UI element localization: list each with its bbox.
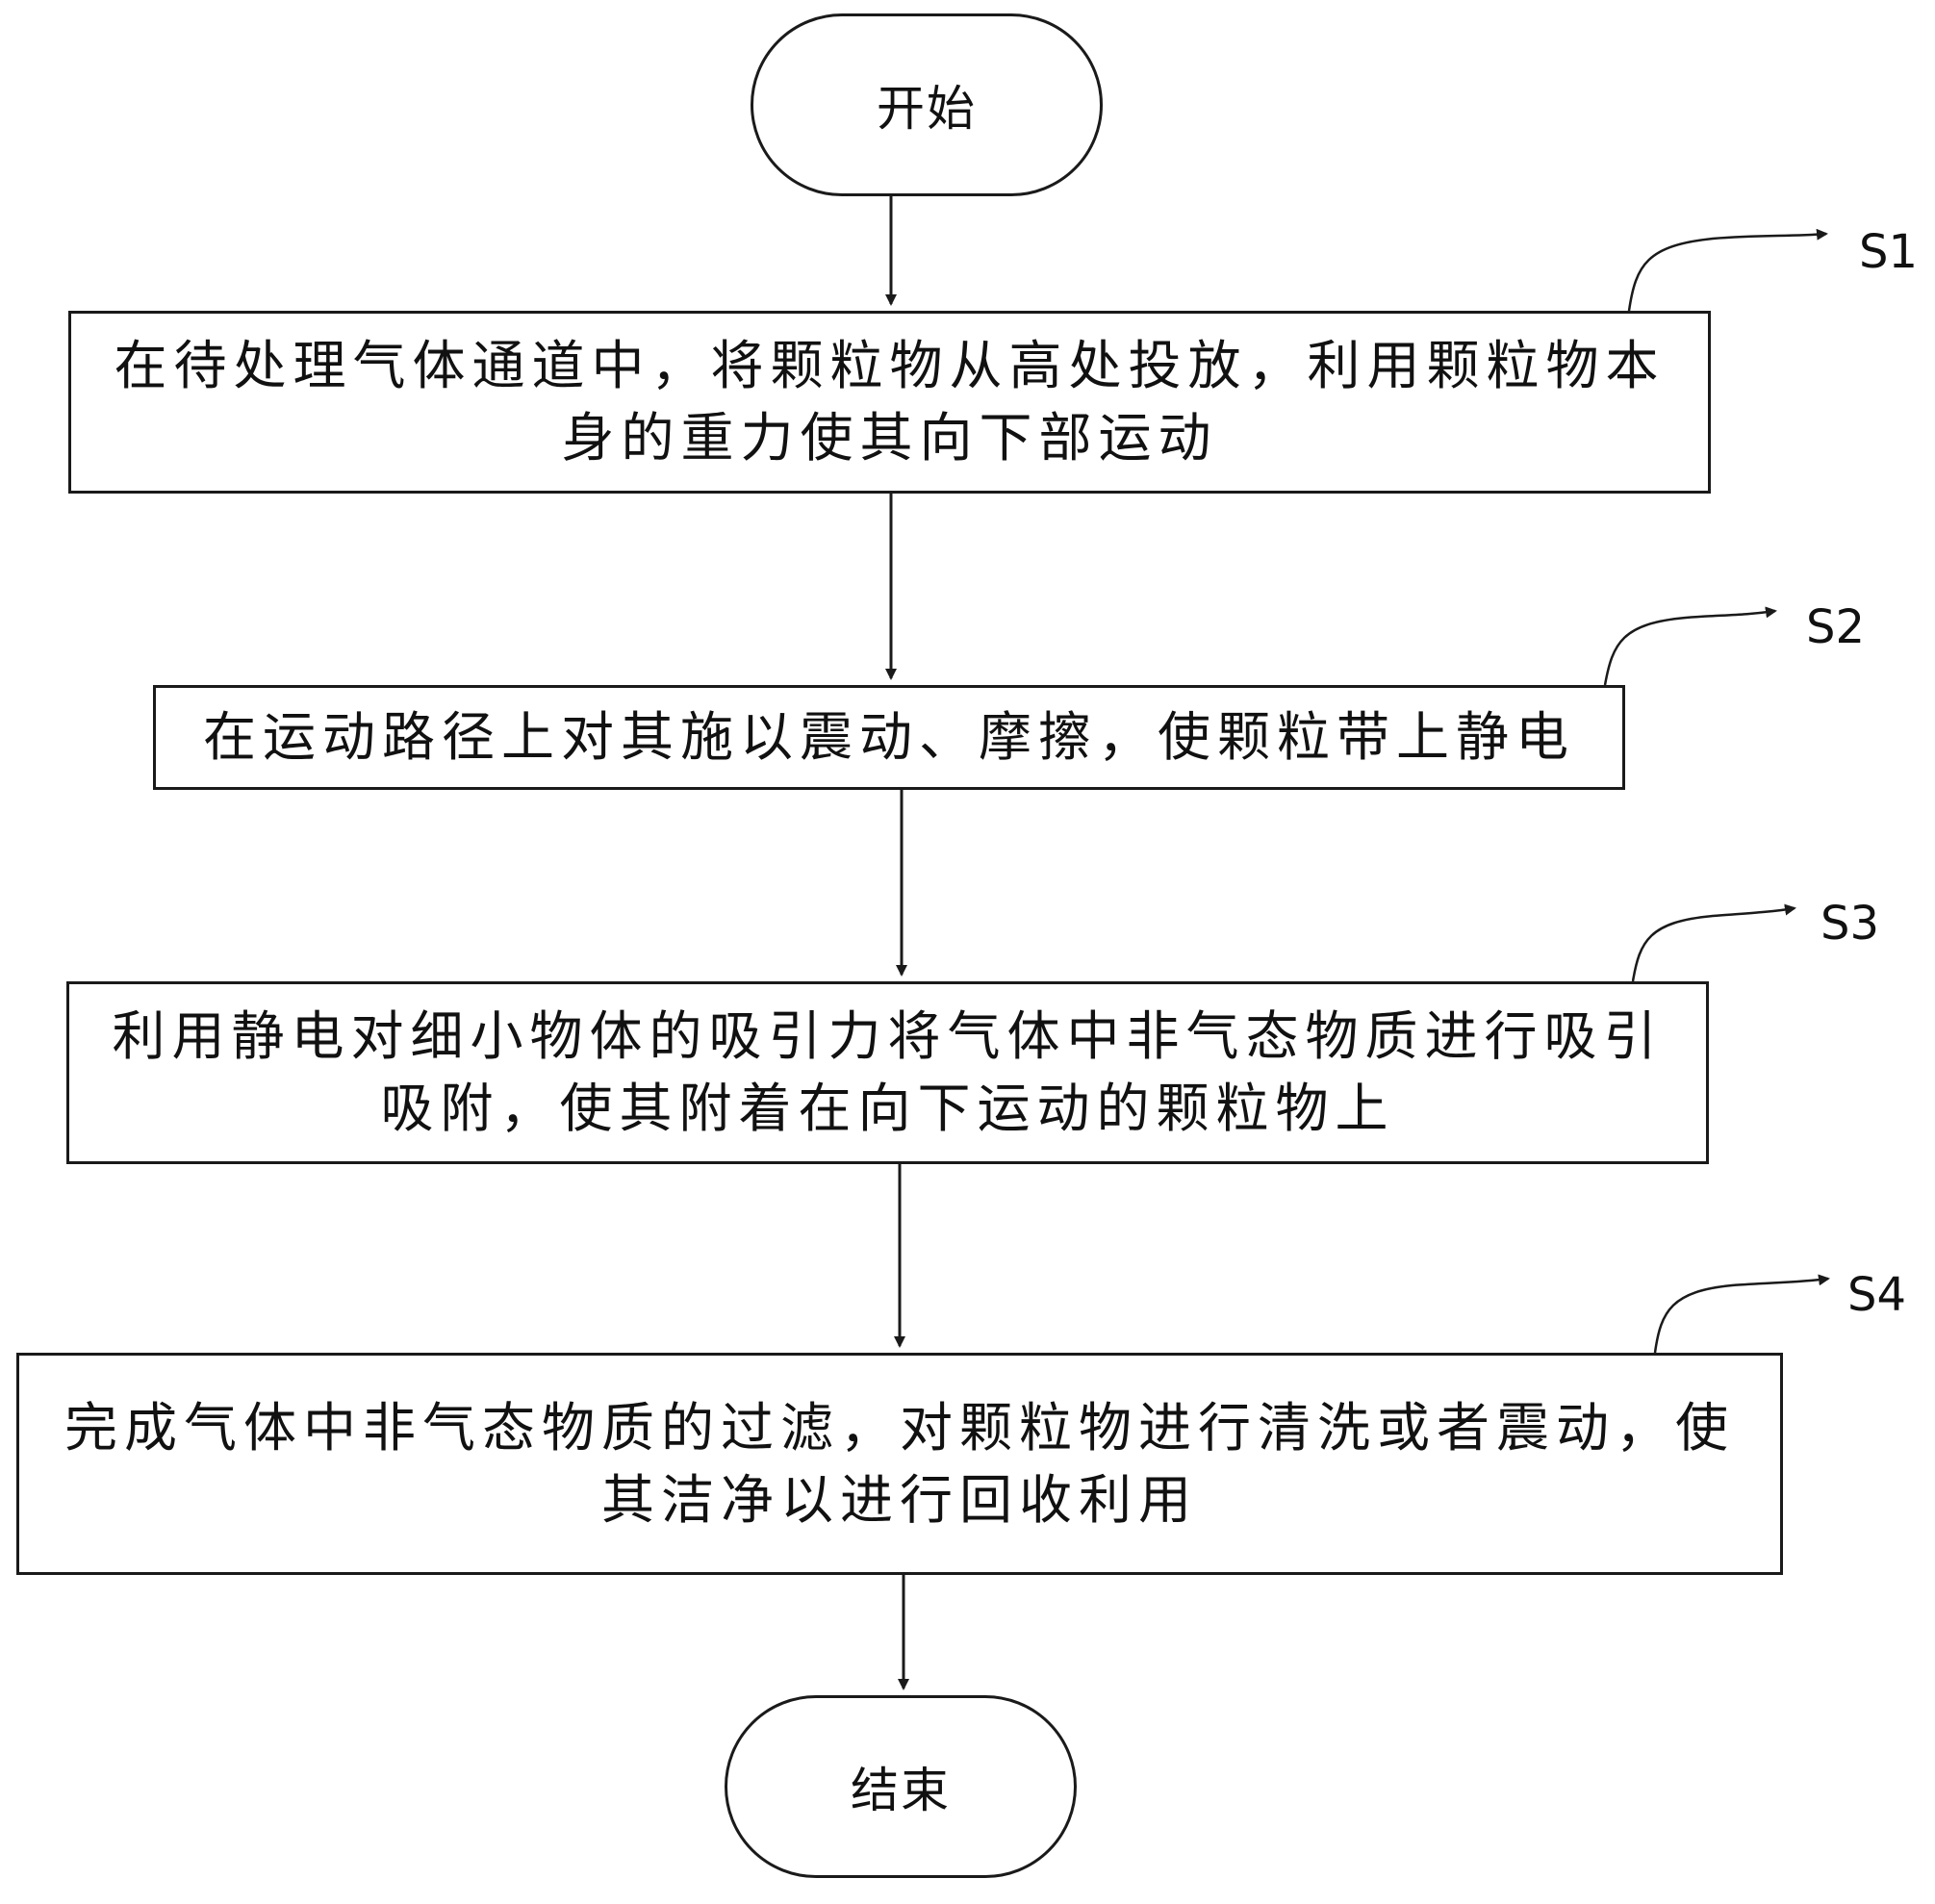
- step-box-s1: 在待处理气体通道中，将颗粒物从高处投放，利用颗粒物本身的重力使其向下部运动: [68, 311, 1711, 494]
- step-box-s3: 利用静电对细小物体的吸引力将气体中非气态物质进行吸引吸附，使其附着在向下运动的颗…: [66, 981, 1709, 1164]
- step-box-s2: 在运动路径上对其施以震动、摩擦，使颗粒带上静电: [153, 685, 1625, 790]
- step-label-s4: S4: [1847, 1268, 1906, 1322]
- step-label-s2: S2: [1806, 600, 1865, 654]
- end-terminal: 结束: [725, 1695, 1077, 1878]
- end-label: 结束: [851, 1752, 951, 1821]
- start-label: 开始: [877, 70, 977, 140]
- step-label-s3: S3: [1820, 897, 1879, 951]
- leader-line-s3: [1633, 908, 1795, 981]
- leader-line-s4: [1655, 1279, 1828, 1353]
- start-terminal: 开始: [751, 13, 1103, 196]
- step-box-s4: 完成气体中非气态物质的过滤，对颗粒物进行清洗或者震动，使其洁净以进行回收利用: [16, 1353, 1783, 1575]
- step-text-s2: 在运动路径上对其施以震动、摩擦，使颗粒带上静电: [203, 701, 1575, 774]
- leader-line-s1: [1629, 234, 1826, 311]
- leader-line-s2: [1605, 611, 1775, 685]
- step-label-s1: S1: [1859, 225, 1918, 279]
- step-text-s4: 完成气体中非气态物质的过滤，对颗粒物进行清洗或者震动，使其洁净以进行回收利用: [38, 1392, 1761, 1536]
- step-text-s3: 利用静电对细小物体的吸引力将气体中非气态物质进行吸引吸附，使其附着在向下运动的颗…: [89, 1001, 1687, 1145]
- step-text-s1: 在待处理气体通道中，将颗粒物从高处投放，利用颗粒物本身的重力使其向下部运动: [90, 330, 1689, 474]
